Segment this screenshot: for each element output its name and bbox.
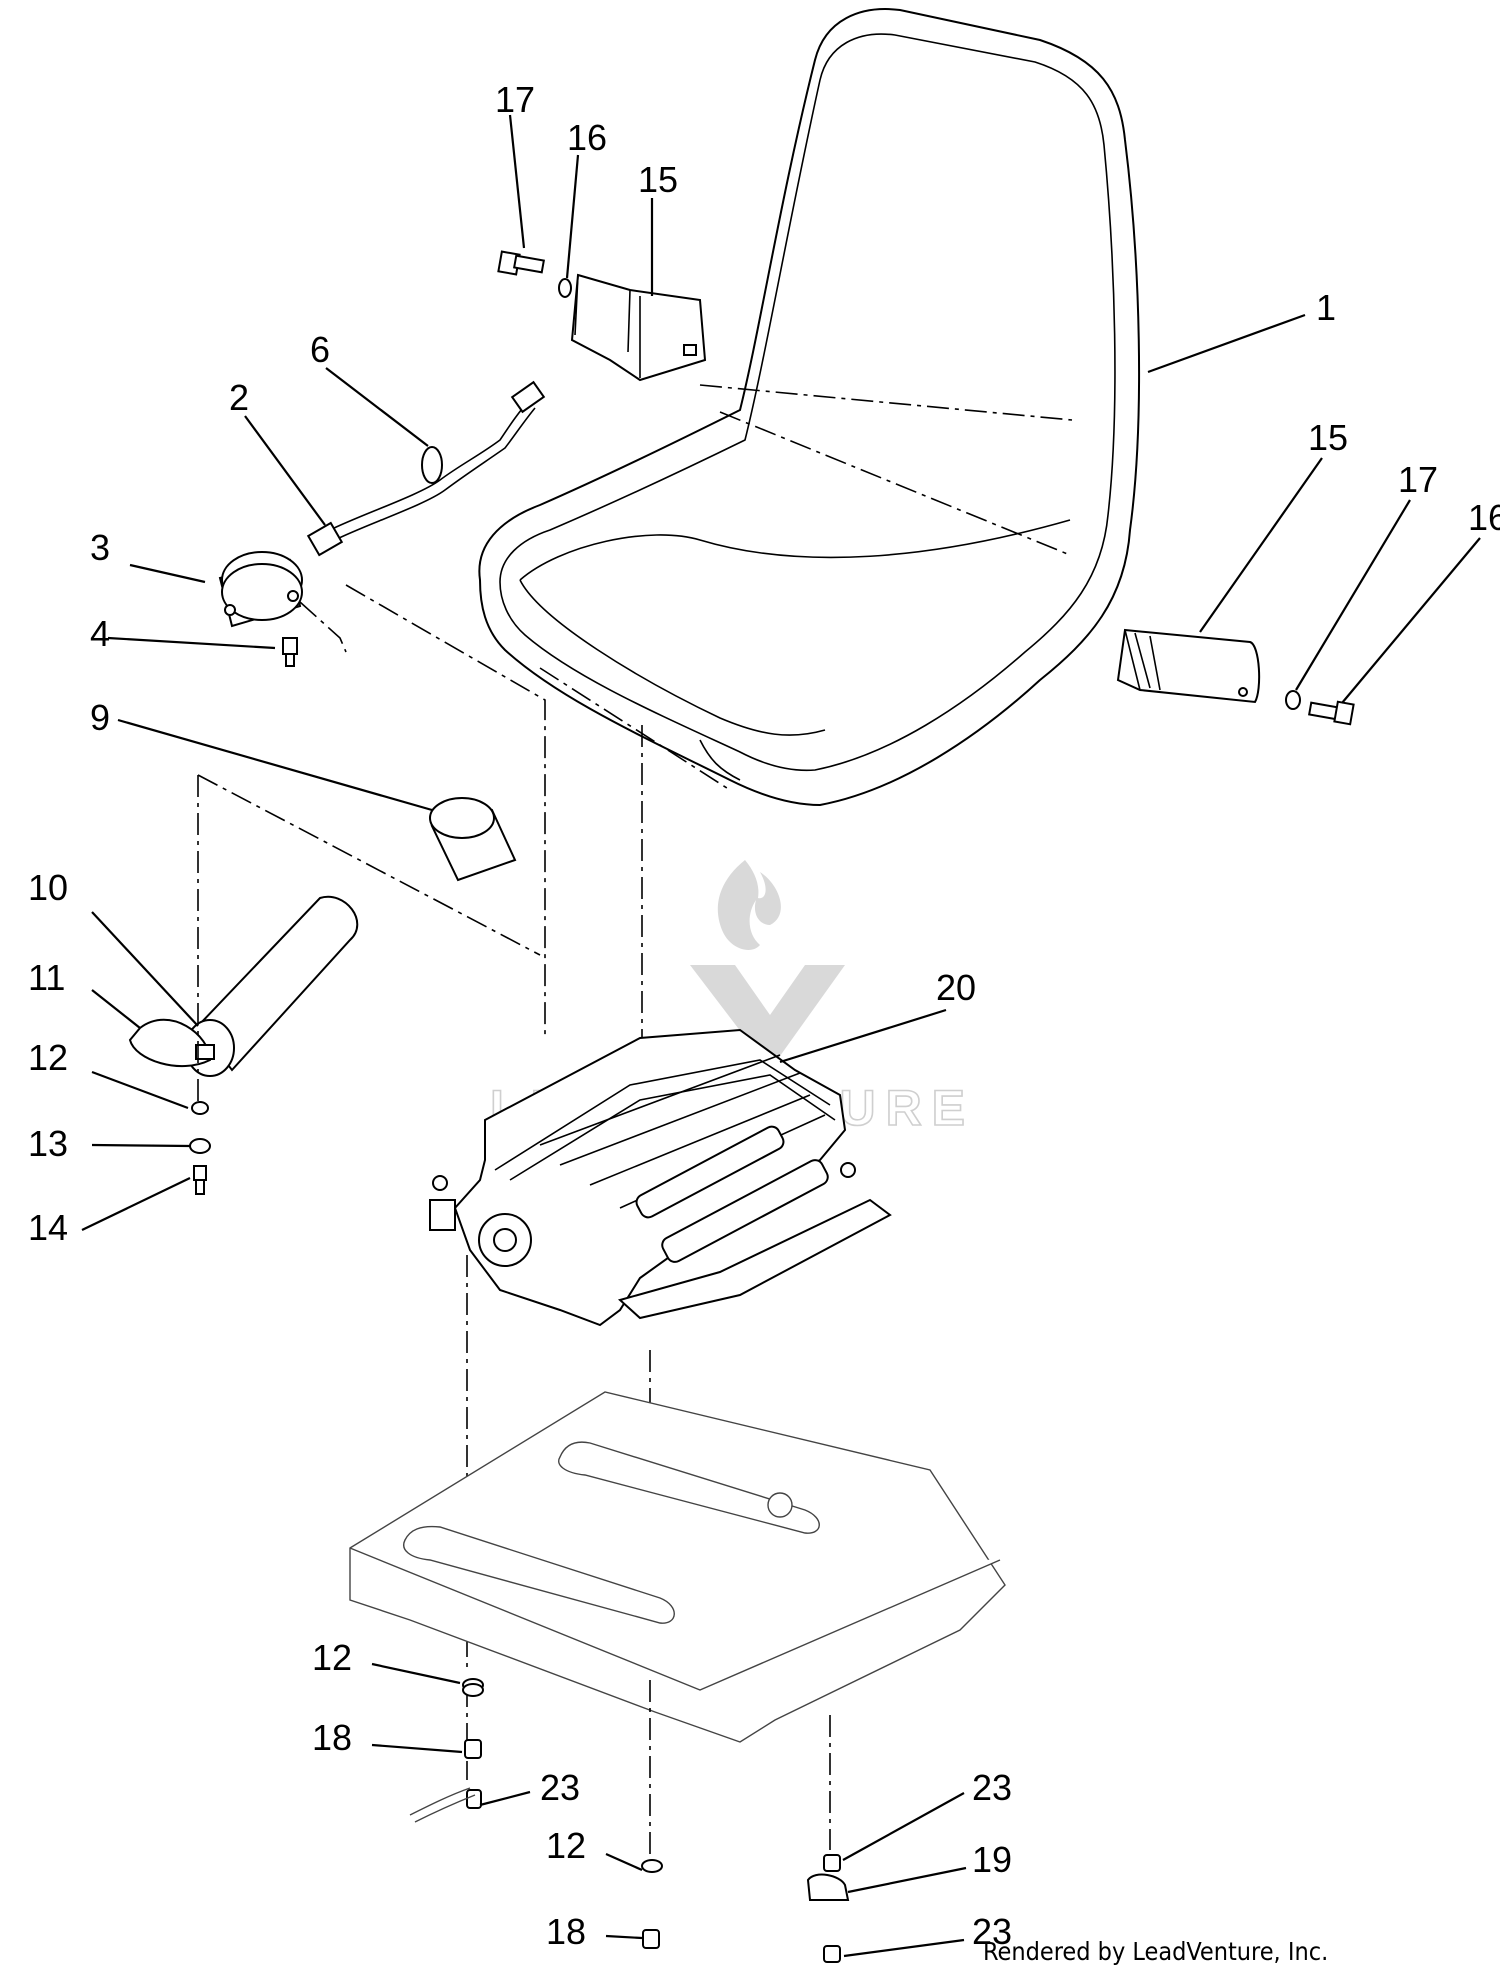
callout-18: 18: [312, 1717, 352, 1758]
callout-23: 23: [972, 1767, 1012, 1808]
fasteners-left-stack: [409, 1678, 484, 1823]
callout-16: 16: [567, 117, 607, 158]
callout-18: 18: [546, 1911, 586, 1952]
callout-14: 14: [28, 1207, 68, 1248]
fasteners-mid-stack: [641, 1859, 663, 1949]
knob-9-part: [429, 797, 517, 882]
seat-part: [478, 8, 1141, 807]
bracket-15-right: [1116, 628, 1355, 726]
callout-15: 15: [638, 159, 678, 200]
callout-11: 11: [28, 957, 65, 998]
fasteners-12-13-14: [189, 1101, 211, 1195]
callout-12: 12: [546, 1825, 586, 1866]
callout-23: 23: [972, 1911, 1012, 1952]
leader-lines: [81, 114, 1481, 1958]
switch-harness-part: [306, 380, 546, 557]
callout-23: 23: [540, 1767, 580, 1808]
clip-11-part: [128, 1018, 215, 1068]
callout-10: 10: [28, 867, 68, 908]
rendered-by-credit: Rendered by LeadVenture, Inc.: [983, 1937, 1328, 1966]
callout-17: 17: [495, 79, 535, 120]
callout-13: 13: [28, 1123, 68, 1164]
bracket-15-top: [570, 273, 707, 382]
callout-19: 19: [972, 1839, 1012, 1880]
seat-plate-part: [349, 1391, 1006, 1743]
callout-2: 2: [229, 377, 249, 418]
callout-1: 1: [1316, 287, 1336, 328]
callout-15: 15: [1308, 417, 1348, 458]
callout-20: 20: [936, 967, 976, 1008]
callout-9: 9: [90, 697, 110, 738]
callout-12: 12: [28, 1037, 68, 1078]
callout-6: 6: [310, 329, 330, 370]
seat-switch-part: [218, 551, 303, 667]
callout-3: 3: [90, 527, 110, 568]
fasteners-right-stack: [806, 1854, 850, 1963]
callout-4: 4: [90, 613, 110, 654]
callout-16: 16: [1468, 497, 1500, 538]
callout-12: 12: [312, 1637, 352, 1678]
bolt-17-top: [497, 250, 572, 298]
callout-17: 17: [1398, 459, 1438, 500]
suspension-20-part: [429, 1028, 892, 1327]
